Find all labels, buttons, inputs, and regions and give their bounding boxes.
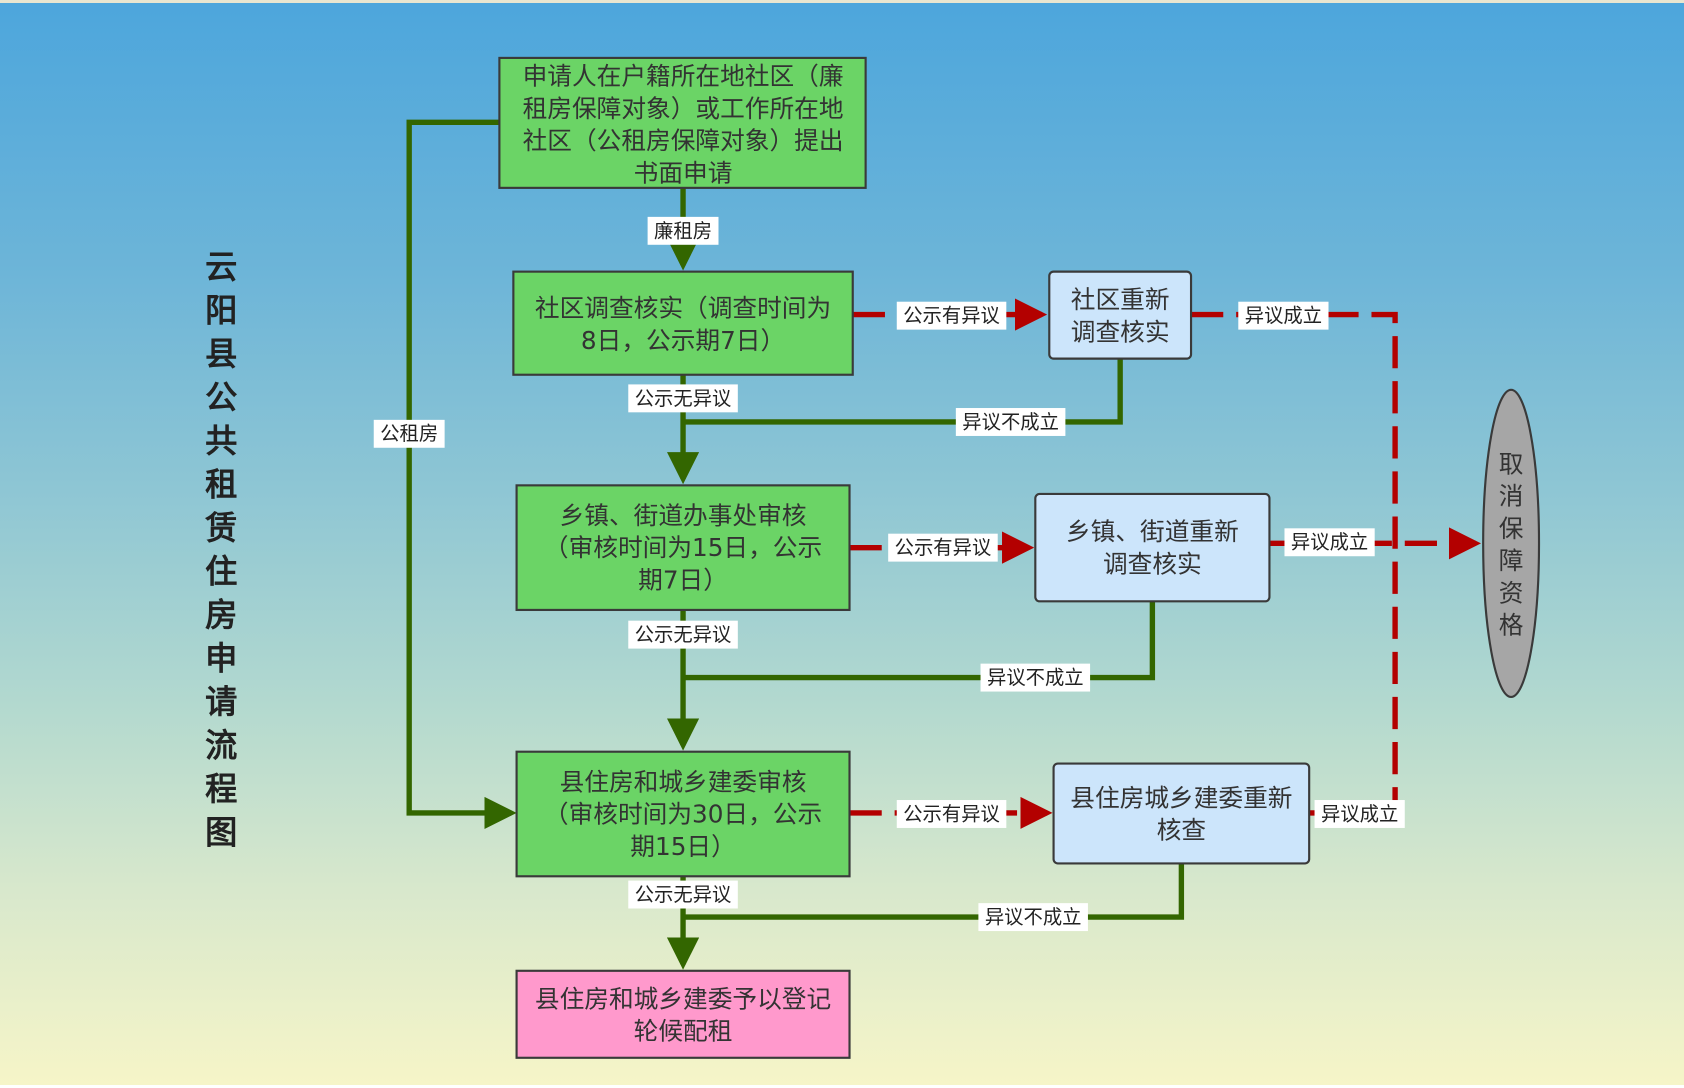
edge-label-objection-3: 公示有异议 [896, 800, 1007, 828]
node-text-town-review: 期7日） [638, 565, 728, 594]
edge-label-no-objection-2: 公示无异议 [628, 620, 738, 649]
connector-gongzufang [406, 119, 517, 830]
title-char: 流 [205, 727, 237, 765]
svg-text:公示无异议: 公示无异议 [635, 623, 732, 646]
node-text-apply: 社区（公租房保障对象）提出 [523, 126, 844, 155]
title-char: 公 [205, 379, 237, 417]
node-text-cancel: 格 [1499, 611, 1524, 640]
title-char: 房 [205, 596, 237, 634]
node-text-county-review: 县住房和城乡建委审核 [560, 767, 807, 796]
connector-community-recheck-back [683, 358, 1123, 425]
edge-label-upheld-2: 异议成立 [1284, 528, 1375, 557]
svg-text:异议不成立: 异议不成立 [962, 410, 1059, 433]
node-text-cancel: 障 [1499, 546, 1524, 575]
node-text-town-review: 乡镇、街道办事处审核 [560, 501, 807, 530]
node-county-recheck [1052, 762, 1311, 865]
svg-text:廉租房: 廉租房 [654, 219, 712, 242]
node-text-cancel: 取 [1499, 449, 1524, 478]
node-text-cancel: 消 [1499, 482, 1524, 511]
svg-text:公示有异议: 公示有异议 [895, 536, 992, 559]
node-town-recheck [1034, 492, 1271, 603]
svg-text:异议不成立: 异议不成立 [985, 906, 1082, 929]
node-cancel [1482, 388, 1541, 699]
title-char: 租 [205, 466, 237, 504]
connector-town-recheck-back [683, 601, 1156, 681]
connector-county-recheck-back [683, 863, 1185, 920]
node-text-apply: 申请人在户籍所在地社区（廉 [523, 62, 844, 91]
title-char: 请 [205, 683, 237, 721]
node-text-community-check: 8日，公示期7日） [581, 326, 785, 355]
node-text-apply: 租房保障对象）或工作所在地 [523, 94, 844, 123]
edge-label-upheld-1: 异议成立 [1238, 301, 1329, 330]
svg-text:公示无异议: 公示无异议 [635, 883, 732, 906]
node-register [515, 969, 851, 1059]
node-text-community-recheck: 社区重新 [1071, 285, 1170, 314]
node-text-apply: 书面申请 [634, 158, 733, 187]
title-char: 县 [205, 335, 237, 373]
title-char: 阳 [205, 292, 237, 330]
node-text-cancel: 保 [1499, 514, 1524, 543]
title-char: 申 [205, 640, 237, 678]
edge-label-gongzufang: 公租房 [373, 419, 445, 448]
title-char: 住 [205, 553, 237, 591]
node-text-county-review: 期15日） [630, 832, 735, 861]
title-char: 共 [205, 422, 237, 460]
node-text-county-recheck: 核查 [1157, 816, 1206, 845]
node-text-town-recheck: 调查核实 [1103, 549, 1202, 578]
node-apply [498, 56, 867, 189]
edge-label-lianzufang: 廉租房 [647, 216, 719, 245]
edge-label-no-objection-3: 公示无异议 [628, 880, 738, 909]
node-text-town-review: （审核时间为15日，公示 [544, 533, 822, 562]
node-text-town-recheck: 乡镇、街道重新 [1066, 517, 1239, 546]
edge-label-no-objection-1: 公示无异议 [628, 384, 738, 413]
svg-text:公示有异议: 公示有异议 [903, 304, 1000, 327]
svg-text:公租房: 公租房 [380, 422, 438, 445]
svg-text:公示无异议: 公示无异议 [635, 387, 732, 410]
title-char: 图 [205, 814, 237, 852]
edge-label-rejected-1: 异议不成立 [955, 408, 1066, 436]
node-text-cancel: 资 [1499, 578, 1524, 607]
edge-label-upheld-3: 异议成立 [1314, 800, 1405, 828]
edge-label-rejected-3: 异议不成立 [978, 903, 1088, 932]
svg-text:异议成立: 异议成立 [1321, 802, 1398, 825]
node-community-check [512, 270, 854, 376]
node-county-review [515, 750, 851, 878]
title-char: 程 [205, 770, 237, 808]
svg-text:异议成立: 异议成立 [1291, 531, 1368, 554]
node-town-review [515, 484, 851, 612]
edge-label-objection-1: 公示有异议 [896, 301, 1007, 330]
svg-text:异议不成立: 异议不成立 [987, 666, 1084, 689]
node-text-county-recheck: 县住房城乡建委重新 [1070, 783, 1292, 812]
node-text-register: 县住房和城乡建委予以登记 [535, 984, 831, 1013]
svg-text:异议成立: 异议成立 [1245, 304, 1322, 327]
node-text-county-review: （审核时间为30日，公示 [544, 800, 822, 829]
title-char: 云 [205, 248, 237, 286]
node-text-community-recheck: 调查核实 [1071, 317, 1170, 346]
node-text-community-check: 社区调查核实（调查时间为 [535, 294, 831, 323]
title-char: 赁 [204, 509, 237, 547]
node-text-register: 轮候配租 [634, 1017, 733, 1046]
node-community-recheck [1048, 270, 1193, 360]
edge-label-rejected-2: 异议不成立 [980, 663, 1091, 692]
svg-text:公示有异议: 公示有异议 [903, 802, 1000, 825]
edge-label-objection-2: 公示有异议 [888, 533, 998, 562]
